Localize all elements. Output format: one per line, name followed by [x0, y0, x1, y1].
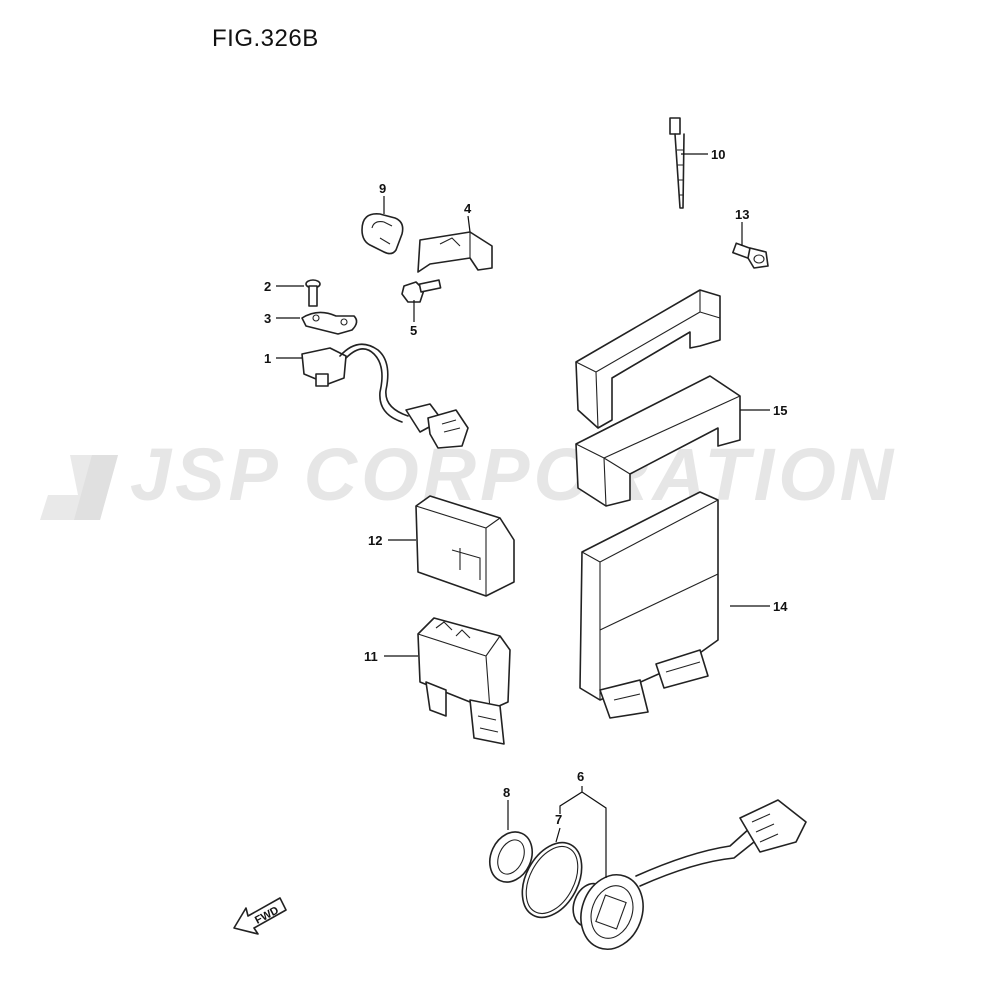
- rubber-cover-12-part: [415, 495, 515, 597]
- bolt-5-part: [401, 279, 442, 303]
- callout-14: 14: [773, 599, 788, 614]
- callout-8: 8: [503, 785, 510, 800]
- callout-15: 15: [773, 403, 787, 418]
- callout-1: 1: [264, 351, 271, 366]
- callout-2: 2: [264, 279, 271, 294]
- callout-6: 6: [577, 769, 584, 784]
- callout-13: 13: [735, 207, 749, 222]
- callout-3: 3: [264, 311, 271, 326]
- screw-2-part: [305, 279, 321, 307]
- socket-6-part: [572, 799, 807, 950]
- callout-10: 10: [711, 147, 725, 162]
- fwd-arrow-label: FWD: [253, 904, 281, 926]
- bracket-4-part: [417, 231, 493, 273]
- relay-11-part: [417, 617, 511, 745]
- callout-5: 5: [410, 323, 417, 338]
- watermark-logo-mark: [40, 455, 118, 520]
- watermark: JSP CORPORATION: [40, 433, 897, 520]
- callout-labels: 1 2 3 4 5 6 7 8 9 10 11 12 13 14 15: [264, 147, 788, 827]
- callout-7: 7: [555, 812, 562, 827]
- callout-4: 4: [464, 201, 472, 216]
- callout-12: 12: [368, 533, 382, 548]
- plate-3-part: [301, 311, 358, 335]
- o-ring-7-part: [521, 841, 583, 919]
- cable-tie-part: [669, 117, 685, 209]
- cover-15-part: [575, 289, 741, 507]
- callout-9: 9: [379, 181, 386, 196]
- ring-8-part: [489, 831, 533, 883]
- sensor-1-part: [301, 343, 469, 449]
- callout-11: 11: [364, 649, 378, 664]
- leader-lines: [276, 153, 770, 878]
- fwd-arrow: FWD: [233, 897, 287, 935]
- watermark-text: JSP CORPORATION: [130, 433, 897, 516]
- bolt-13-part: [732, 242, 769, 269]
- ecu-14-part: [579, 491, 719, 719]
- figure-title: FIG.326B: [212, 25, 319, 52]
- clamp-9-part: [361, 213, 404, 255]
